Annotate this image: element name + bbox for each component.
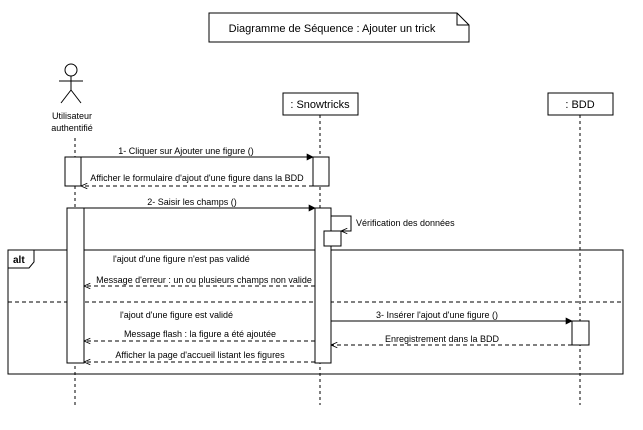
message-home-label: Afficher la page d'accueil listant les f… xyxy=(115,350,285,360)
message-verification: Vérification des données xyxy=(331,215,455,231)
guard-valid-label: l'ajout d'une figure est validé xyxy=(120,310,233,320)
alt-operator-label: alt xyxy=(13,255,25,266)
message-2: 2- Saisir les champs () xyxy=(84,197,316,212)
snowtricks-participant: : Snowtricks xyxy=(282,92,359,116)
bdd-participant: : BDD xyxy=(547,92,614,116)
message-save-return: Enregistrement dans la BDD xyxy=(331,334,572,345)
snowtricks-label: : Snowtricks xyxy=(290,99,350,111)
message-2-label: 2- Saisir les champs () xyxy=(147,197,237,207)
message-3-label: 3- Insérer l'ajout d'une figure () xyxy=(376,310,498,320)
user-activation-2 xyxy=(66,207,85,364)
message-save-label: Enregistrement dans la BDD xyxy=(385,334,500,344)
guard-invalid-label: l'ajout d'une figure n'est pas validé xyxy=(113,254,250,264)
actor-head xyxy=(64,63,78,77)
user-actor-label-line1: Utilisateur xyxy=(52,111,92,121)
message-error-label: Message d'erreur : un ou plusieurs champ… xyxy=(96,275,312,285)
user-activation-1 xyxy=(64,156,82,187)
diagram-title: Diagramme de Séquence : Ajouter un trick xyxy=(229,23,436,35)
bdd-label: : BDD xyxy=(565,99,594,111)
title-note: Diagramme de Séquence : Ajouter un trick xyxy=(208,12,470,43)
message-1: 1- Cliquer sur Ajouter une figure () xyxy=(81,146,314,161)
bdd-activation xyxy=(571,320,590,346)
message-verification-label: Vérification des données xyxy=(356,218,455,228)
actor-right-leg xyxy=(70,89,82,104)
snowtricks-activation-1 xyxy=(312,156,330,187)
message-form-label: Afficher le formulaire d'ajout d'une fig… xyxy=(90,173,304,183)
message-home-return: Afficher la page d'accueil listant les f… xyxy=(84,350,315,362)
message-flash-return: Message flash : la figure a été ajoutée xyxy=(84,329,315,341)
message-1-label: 1- Cliquer sur Ajouter une figure () xyxy=(118,146,254,156)
message-verification-arrow xyxy=(331,215,352,231)
user-actor: Utilisateur authentifié xyxy=(51,63,93,133)
message-3: 3- Insérer l'ajout d'une figure () xyxy=(331,310,573,325)
snowtricks-self-activation xyxy=(323,230,342,247)
message-flash-label: Message flash : la figure a été ajoutée xyxy=(124,329,276,339)
message-error-return: Message d'erreur : un ou plusieurs champ… xyxy=(84,275,315,286)
actor-left-leg xyxy=(60,89,72,104)
user-actor-label-line2: authentifié xyxy=(51,123,93,133)
message-form-return: Afficher le formulaire d'ajout d'une fig… xyxy=(81,173,313,186)
